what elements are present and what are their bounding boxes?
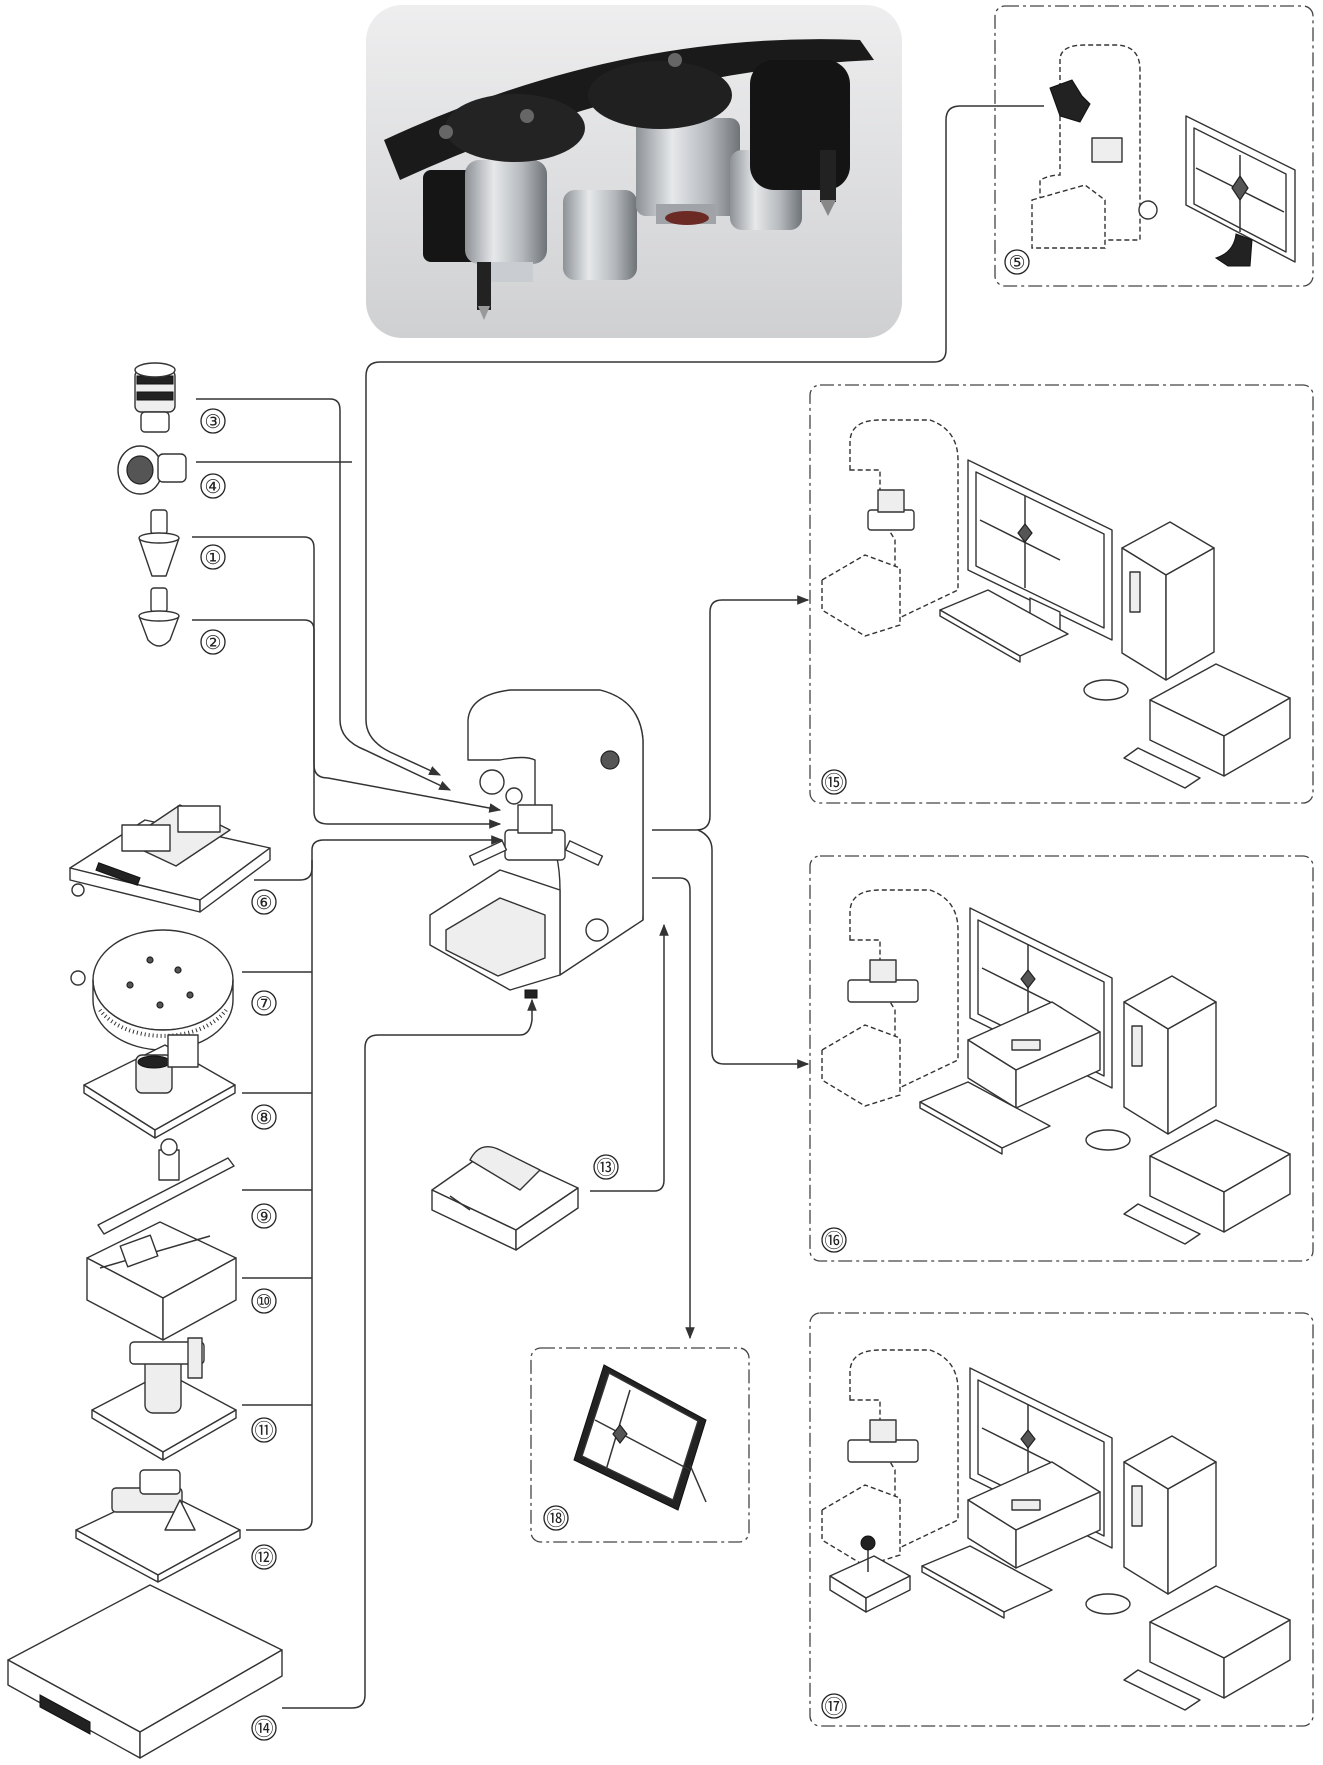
label-2: ② xyxy=(201,630,225,654)
label-9: ⑨ xyxy=(252,1204,276,1228)
label-6-text: ⑥ xyxy=(255,892,272,914)
printer-icon xyxy=(1124,1586,1290,1710)
vise-icon xyxy=(76,1470,240,1582)
label-18: ⑱ xyxy=(544,1506,568,1530)
hardness-tester-icon xyxy=(430,690,643,998)
vise-icon xyxy=(92,1338,236,1460)
label-14-text: ⑭ xyxy=(254,1718,273,1740)
label-15: ⑮ xyxy=(822,770,846,794)
label-11: ⑪ xyxy=(252,1418,276,1442)
label-10: ⑩ xyxy=(252,1289,276,1313)
mouse-icon xyxy=(1086,1130,1130,1150)
label-4-text: ④ xyxy=(204,476,221,498)
label-17-text: ⑰ xyxy=(824,1696,843,1718)
system-box-17 xyxy=(810,1313,1313,1726)
hardness-tester-icon xyxy=(822,890,958,1106)
vise-icon xyxy=(84,1035,235,1138)
monitor-icon xyxy=(1186,116,1295,266)
printer-icon xyxy=(432,1147,578,1250)
label-9-text: ⑨ xyxy=(255,1206,272,1228)
system-box-15 xyxy=(810,385,1313,803)
label-7-text: ⑦ xyxy=(255,993,272,1015)
label-15-text: ⑮ xyxy=(824,772,843,794)
computer-tower-icon xyxy=(1122,522,1214,680)
label-2-text: ② xyxy=(204,632,221,654)
objective-icon xyxy=(118,446,186,494)
computer-tower-icon xyxy=(1124,1436,1216,1594)
balance-icon xyxy=(8,1585,282,1758)
hardness-tester-icon xyxy=(822,420,958,636)
label-13: ⑬ xyxy=(594,1155,618,1179)
mouse-icon xyxy=(1084,680,1128,700)
tablet-icon xyxy=(574,1365,706,1510)
label-5: ⑤ xyxy=(1005,250,1029,274)
label-14: ⑭ xyxy=(252,1716,276,1740)
label-16: ⑯ xyxy=(822,1228,846,1252)
label-8-text: ⑧ xyxy=(255,1107,272,1129)
label-1: ① xyxy=(201,545,225,569)
label-13-text: ⑬ xyxy=(596,1157,615,1179)
label-1-text: ① xyxy=(204,547,221,569)
label-18-text: ⑱ xyxy=(546,1508,565,1530)
label-11-text: ⑪ xyxy=(254,1420,273,1442)
option-box-5 xyxy=(995,6,1313,286)
turret-photo-icon xyxy=(366,5,902,338)
label-7: ⑦ xyxy=(252,991,276,1015)
label-5-text: ⑤ xyxy=(1008,252,1025,274)
eyepiece-icon xyxy=(135,363,175,432)
rotary-table-icon xyxy=(71,930,233,1050)
label-8: ⑧ xyxy=(252,1105,276,1129)
vise-icon xyxy=(87,1222,236,1340)
printer-icon xyxy=(1124,1120,1290,1244)
label-17: ⑰ xyxy=(822,1694,846,1718)
label-3: ③ xyxy=(201,409,225,433)
mouse-icon xyxy=(1086,1594,1130,1614)
label-3-text: ③ xyxy=(204,411,221,433)
indenter-icon xyxy=(139,588,179,646)
hardness-tester-icon xyxy=(822,1350,958,1566)
label-4: ④ xyxy=(201,474,225,498)
label-12: ⑫ xyxy=(252,1545,276,1569)
indenter-icon xyxy=(139,510,179,576)
vise-icon xyxy=(98,1139,234,1234)
printer-icon xyxy=(1124,664,1290,788)
label-6: ⑥ xyxy=(252,890,276,914)
hardness-tester-icon xyxy=(1032,45,1157,248)
system-box-16 xyxy=(810,856,1313,1261)
label-12-text: ⑫ xyxy=(254,1547,273,1569)
xy-stage-icon xyxy=(70,805,270,912)
label-10-text: ⑩ xyxy=(255,1291,272,1313)
label-16-text: ⑯ xyxy=(824,1230,843,1252)
computer-tower-icon xyxy=(1124,976,1216,1134)
